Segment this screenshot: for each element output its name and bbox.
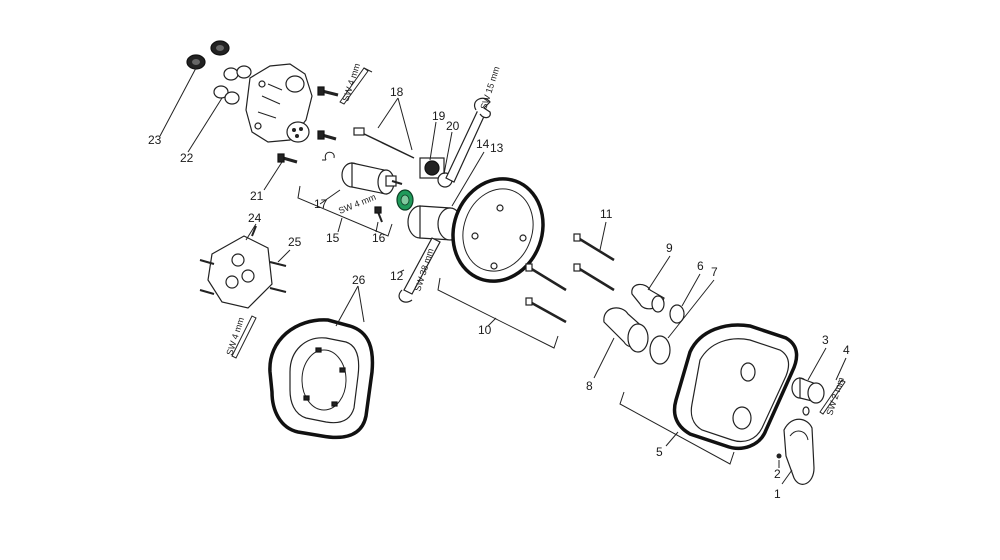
label-9: 9 xyxy=(666,241,673,255)
part-23-caps xyxy=(186,40,230,70)
part-5-trim-plate xyxy=(672,323,799,451)
part-16-green-seal xyxy=(396,189,414,211)
part-18-spindle xyxy=(353,127,415,159)
grub-screw xyxy=(802,406,810,416)
label-26: 26 xyxy=(352,273,366,287)
tool-label-sw15: SW 15 mm xyxy=(478,65,501,110)
label-7: 7 xyxy=(711,265,718,279)
label-23: 23 xyxy=(148,133,162,147)
label-3: 3 xyxy=(822,333,829,347)
label-12: 12 xyxy=(390,269,404,283)
tool-label-sw4-left: SW 4 mm xyxy=(224,316,246,357)
label-6: 6 xyxy=(697,259,704,273)
label-21: 21 xyxy=(250,189,264,203)
part-16-small-screw xyxy=(374,206,383,223)
label-16: 16 xyxy=(372,231,386,245)
label-13: 13 xyxy=(490,141,504,155)
part-4-hex-key xyxy=(819,379,846,415)
part-24-25-mounting-plate xyxy=(199,225,287,309)
part-3-knob xyxy=(791,377,825,404)
label-20: 20 xyxy=(446,119,460,133)
label-4: 4 xyxy=(843,343,850,357)
tool-label-sw4-top: SW 4 mm xyxy=(340,62,362,103)
label-1: 1 xyxy=(774,487,781,501)
clip xyxy=(324,151,335,161)
hex-key-sw4-left xyxy=(231,315,257,359)
part-1-lever-handle xyxy=(783,418,815,485)
tool-label-sw4-mid: SW 4 mm xyxy=(337,192,377,216)
leader-lines xyxy=(159,67,847,485)
label-19: 19 xyxy=(432,109,446,123)
wrench-sw38 xyxy=(398,237,441,303)
label-8: 8 xyxy=(586,379,593,393)
label-10: 10 xyxy=(478,323,492,337)
valve-body-housing xyxy=(245,63,313,143)
part-2-grub xyxy=(776,453,782,459)
label-17: 17 xyxy=(314,197,328,211)
part-19-20-insert xyxy=(419,157,453,188)
screws-top xyxy=(317,86,339,141)
label-14: 14 xyxy=(476,137,490,151)
part-9-sleeve xyxy=(631,283,665,313)
part-11-long-screws xyxy=(525,233,615,324)
label-22: 22 xyxy=(180,151,194,165)
label-2: 2 xyxy=(774,467,781,481)
part-8-cover-sleeve xyxy=(603,307,649,353)
part-10-round-rosette xyxy=(451,177,545,283)
label-5: 5 xyxy=(656,445,663,459)
label-25: 25 xyxy=(288,235,302,249)
hex-key-sw4-top xyxy=(339,67,373,105)
part-17-cartridge xyxy=(341,162,403,195)
label-15: 15 xyxy=(326,231,340,245)
label-11: 11 xyxy=(600,207,613,221)
label-18: 18 xyxy=(390,85,404,99)
part-6-7-rings xyxy=(649,304,685,365)
wrench-sw15 xyxy=(445,97,491,183)
part-number-labels: 23 22 21 18 19 20 14 13 17 16 15 12 10 1… xyxy=(148,85,850,501)
part-13-14-sleeve xyxy=(407,205,463,241)
part-21-screw xyxy=(277,153,298,164)
part-22-orings xyxy=(213,65,252,105)
label-24: 24 xyxy=(248,211,262,225)
part-26-square-rosette xyxy=(268,318,375,440)
tool-label-sw2: SW 2 mm xyxy=(824,376,846,417)
